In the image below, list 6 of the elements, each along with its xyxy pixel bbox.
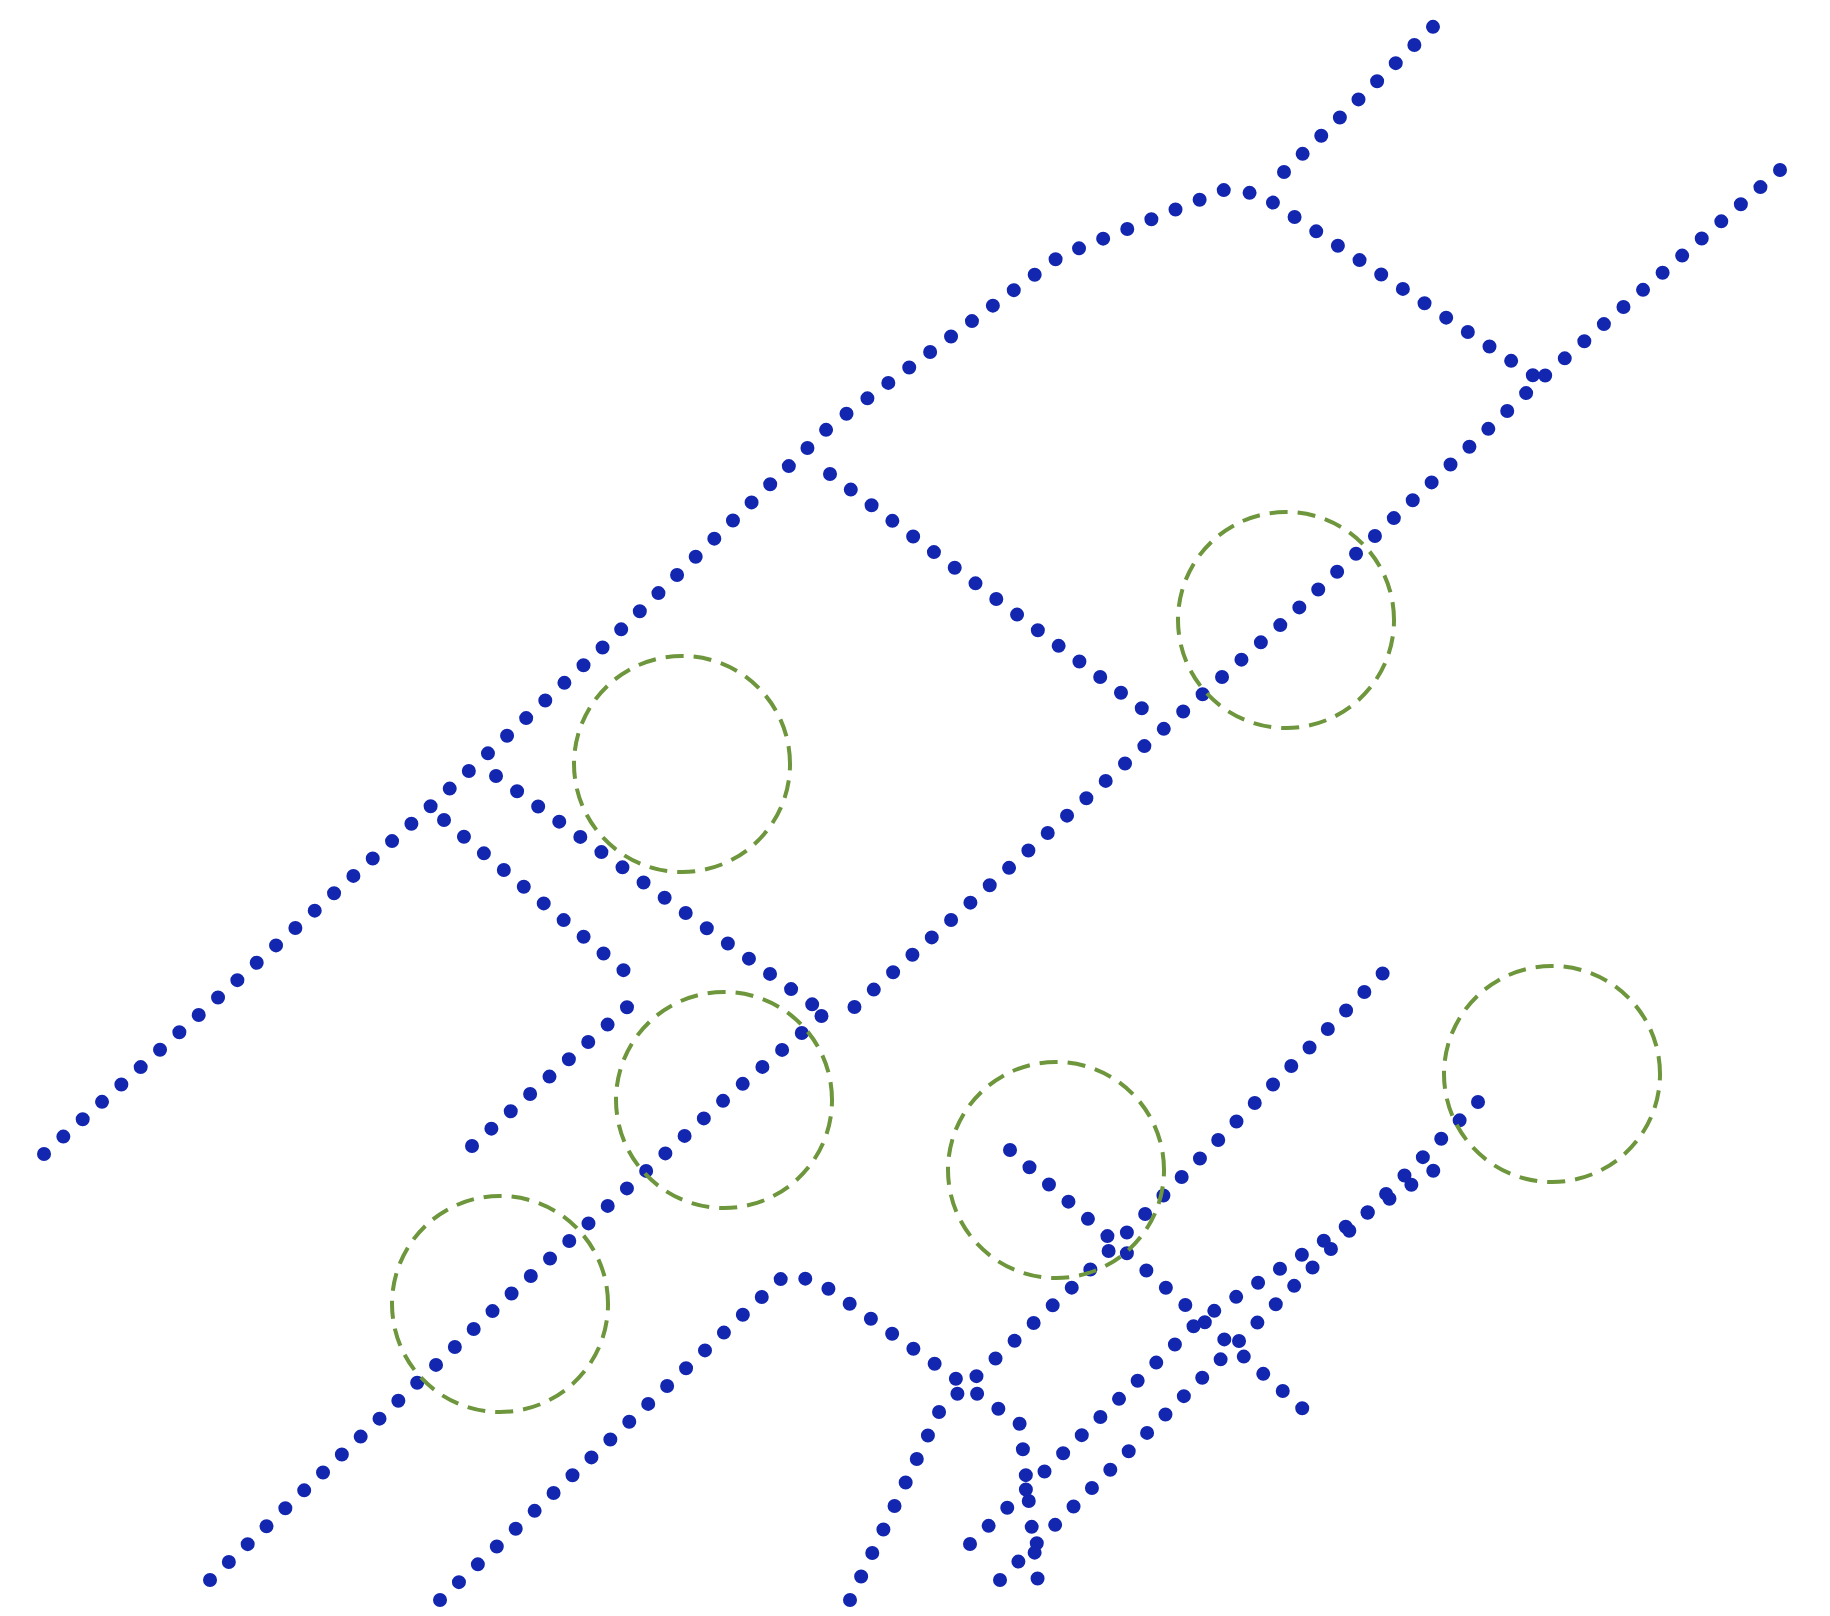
dashed-circle <box>1442 964 1662 1184</box>
dashed-circle <box>614 990 834 1210</box>
dashed-circle <box>1176 510 1396 730</box>
dashed-circle <box>946 1060 1166 1280</box>
dashed-circle <box>390 1194 610 1414</box>
dashed-circle <box>572 654 792 874</box>
